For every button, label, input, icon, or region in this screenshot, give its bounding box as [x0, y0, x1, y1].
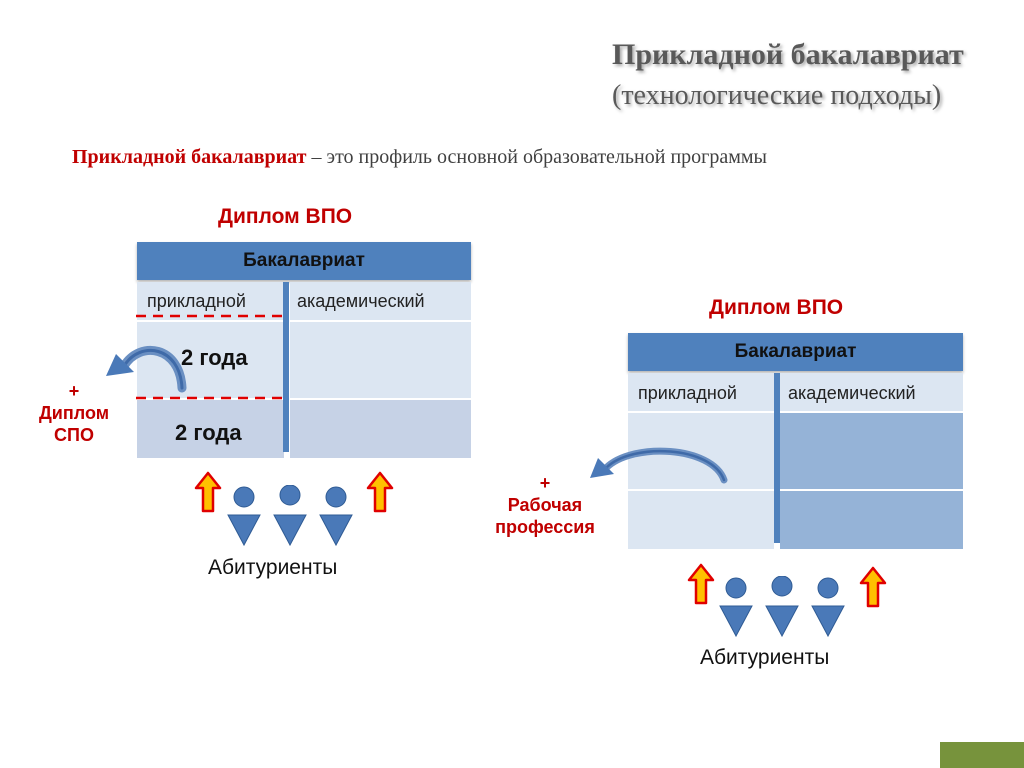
curved-arrow-icon — [106, 346, 187, 393]
right-cell-top-academic — [780, 413, 963, 489]
up-arrow-icon — [366, 471, 394, 513]
right-side-label-line1: Рабочая — [507, 495, 583, 515]
left-cell-academic — [290, 282, 471, 320]
left-cell-bottom-academic — [290, 400, 471, 458]
right-cell-academic — [780, 373, 963, 411]
left-col-academic-label: академический — [297, 291, 425, 311]
left-cell-top-academic — [290, 322, 471, 398]
slide-title: Прикладной бакалавриат — [612, 38, 964, 71]
definition-text: – это профиль основной образовательной п… — [306, 146, 767, 168]
left-side-label: + Диплом СПО — [24, 380, 124, 446]
right-cell-bottom-academic — [780, 491, 963, 549]
right-diploma-label: Диплом ВПО — [709, 296, 844, 319]
left-vertical-divider — [283, 282, 289, 452]
left-cell-bottom-applied — [137, 400, 284, 458]
left-bachelor-table: Бакалавриат прикладной академический 2 г… — [137, 242, 471, 458]
left-side-plus: + — [68, 381, 80, 401]
person-icon — [273, 485, 307, 547]
person-icon — [319, 486, 353, 547]
left-dashed-lines — [136, 314, 286, 400]
left-side-label-line2: СПО — [54, 425, 94, 445]
up-arrow-icon — [194, 471, 222, 513]
right-side-plus: + — [539, 473, 551, 493]
left-diploma-label: Диплом ВПО — [218, 205, 353, 228]
right-bachelor-table: Бакалавриат прикладной академический — [628, 333, 963, 549]
right-side-label: + Рабочая профессия — [478, 472, 612, 538]
left-applicant-icons — [227, 485, 353, 547]
left-side-label-line1: Диплом — [38, 403, 110, 423]
left-years-bottom: 2 года — [175, 420, 242, 445]
right-side-label-line2: профессия — [495, 517, 595, 537]
right-applicants-label: Абитуриенты — [700, 646, 830, 669]
right-col-academic-label: академический — [788, 383, 916, 403]
right-cell-applied — [628, 373, 774, 411]
right-applicant-icons — [719, 576, 845, 638]
definition-term: Прикладной бакалавриат — [72, 146, 307, 168]
curved-arrow-icon — [590, 447, 728, 484]
right-col-applied-label: прикладной — [638, 383, 737, 403]
person-icon — [227, 486, 261, 547]
person-icon — [811, 577, 845, 638]
right-vertical-divider — [774, 373, 780, 543]
left-table-header: Бакалавриат — [137, 242, 471, 280]
right-cell-bottom-applied — [628, 491, 774, 549]
left-cell-top-applied — [137, 322, 284, 398]
left-years-top: 2 года — [181, 345, 248, 370]
left-cell-applied — [137, 282, 284, 320]
person-icon — [765, 576, 799, 638]
up-arrow-icon — [859, 566, 887, 608]
definition-line: Прикладной бакалавриат – это профиль осн… — [72, 146, 767, 169]
right-table-header: Бакалавриат — [628, 333, 963, 371]
left-col-applied-label: прикладной — [147, 291, 246, 311]
slide-subtitle: (технологические подходы) — [612, 80, 942, 111]
left-applicants-label: Абитуриенты — [208, 556, 338, 579]
person-icon — [719, 577, 753, 638]
corner-badge — [940, 742, 1024, 768]
up-arrow-icon — [687, 563, 715, 605]
